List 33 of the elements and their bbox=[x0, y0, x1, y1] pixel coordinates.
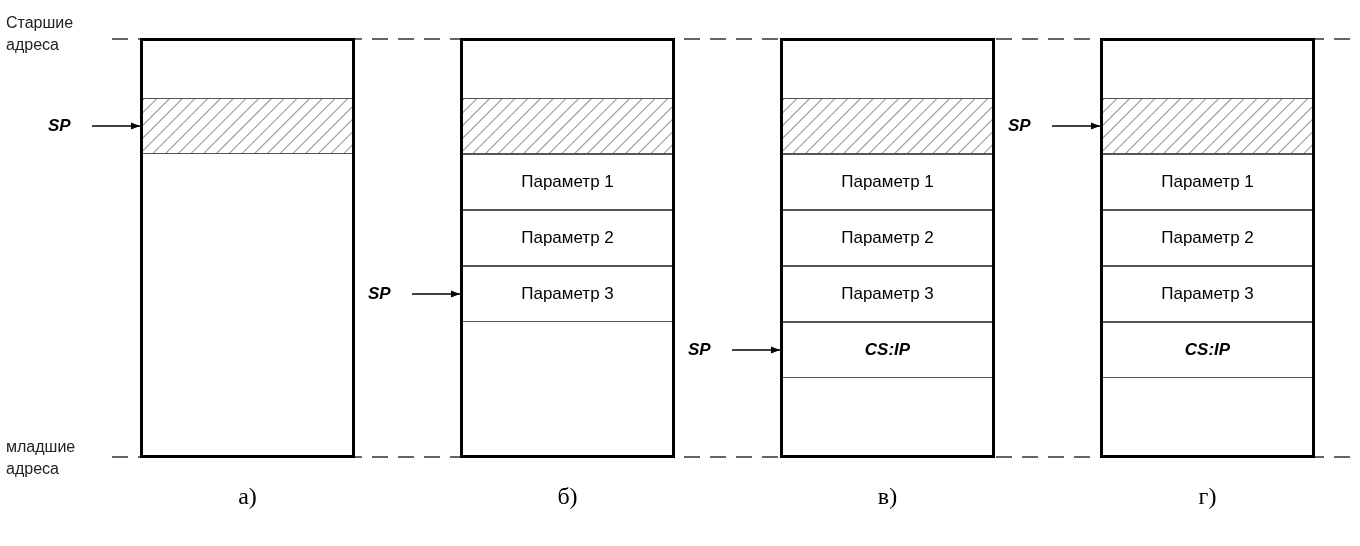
panel-caption: в) bbox=[876, 484, 899, 508]
memory-stack bbox=[460, 38, 675, 458]
address-label: младшие адреса bbox=[6, 437, 77, 479]
memory-stack bbox=[780, 38, 995, 458]
stack-cell: Параметр 2 bbox=[463, 210, 672, 266]
hatched-band bbox=[463, 98, 672, 154]
stack-cell: Параметр 2 bbox=[783, 210, 992, 266]
pointer-arrow bbox=[91, 122, 141, 130]
panel-caption: б) bbox=[556, 484, 579, 508]
memory-stack bbox=[140, 38, 355, 458]
pointer-label: SP bbox=[368, 283, 400, 305]
stack-cell: Параметр 1 bbox=[463, 154, 672, 210]
stack-cell: CS:IP bbox=[783, 322, 992, 378]
pointer-label: SP bbox=[48, 115, 80, 137]
hatched-band bbox=[783, 98, 992, 154]
stack-cell: Параметр 2 bbox=[1103, 210, 1312, 266]
pointer-label: SP bbox=[688, 339, 720, 361]
stack-cell: Параметр 1 bbox=[1103, 154, 1312, 210]
stack-cell: CS:IP bbox=[1103, 322, 1312, 378]
pointer-arrow bbox=[1051, 122, 1101, 130]
stack-cell: Параметр 3 bbox=[463, 266, 672, 322]
stack-cell: Параметр 3 bbox=[1103, 266, 1312, 322]
panel-caption: г) bbox=[1197, 484, 1218, 508]
stack-cell: Параметр 1 bbox=[783, 154, 992, 210]
stack-cell: Параметр 3 bbox=[783, 266, 992, 322]
address-label: Старшие адреса bbox=[6, 13, 75, 55]
hatched-band bbox=[1103, 98, 1312, 154]
pointer-label: SP bbox=[1008, 115, 1040, 137]
pointer-arrow bbox=[411, 290, 461, 298]
memory-stack bbox=[1100, 38, 1315, 458]
panel-caption: а) bbox=[237, 484, 258, 508]
hatched-band bbox=[143, 98, 352, 154]
pointer-arrow bbox=[731, 346, 781, 354]
